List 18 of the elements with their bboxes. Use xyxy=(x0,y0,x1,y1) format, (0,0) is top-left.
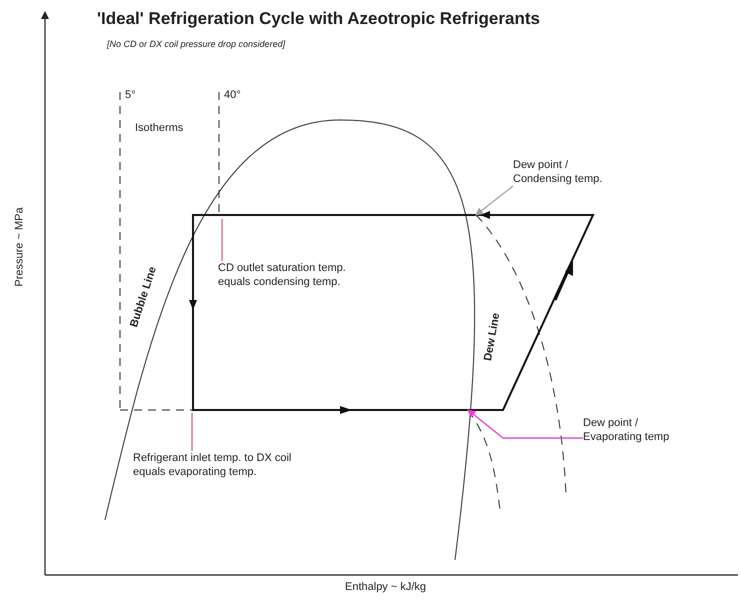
annotation-text: Dew point / Evaporating temp xyxy=(583,416,683,444)
annotation-text: Dew point / Condensing temp. xyxy=(513,158,613,186)
annotation-text: Isotherms xyxy=(135,121,184,135)
isotherm-label: 40° xyxy=(224,88,241,102)
dew-curve xyxy=(476,214,566,496)
isotherm-label: 5° xyxy=(125,88,136,102)
axis-label: Enthalpy ~ kJ/kg xyxy=(345,580,426,594)
curve-label: Dew Line xyxy=(481,312,504,362)
subtitle: [No CD or DX coil pressure drop considered] xyxy=(107,38,286,51)
annotation-text: CD outlet saturation temp. equals condensing temp. xyxy=(218,261,348,289)
leader-line xyxy=(191,413,193,451)
leader-line xyxy=(221,219,223,261)
leader-line xyxy=(475,186,514,216)
title: 'Ideal' Refrigeration Cycle with Azeotropic Refrigerants xyxy=(97,8,540,30)
leader-line xyxy=(467,409,583,439)
axis-label: Pressure ~ MPa xyxy=(12,207,27,287)
curve-label: Bubble Line xyxy=(127,264,160,330)
annotation-text: Refrigerant inlet temp. to DX coil equals evaporating temp. xyxy=(133,451,313,479)
